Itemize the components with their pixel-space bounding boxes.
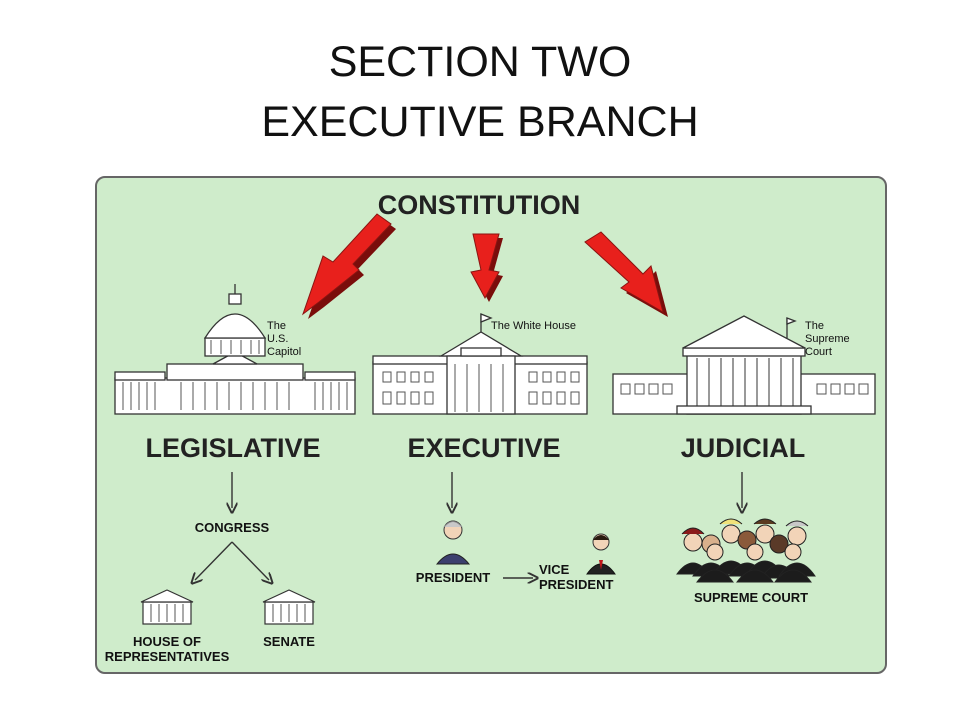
- arrow-to-executive: [470, 233, 503, 302]
- white-house-building: [372, 313, 588, 415]
- vice-president-label: VICE PRESIDENT: [539, 562, 613, 592]
- branches-diagram-panel: CONSTITUTION The U.S. Capitol The White …: [95, 176, 887, 674]
- house-label-line-1: HOUSE OF: [133, 634, 201, 649]
- president-label: PRESIDENT: [415, 570, 491, 585]
- arrow-to-judicial: [584, 231, 668, 317]
- supreme-court-label: SUPREME COURT: [693, 590, 809, 605]
- house-building-icon: [140, 589, 194, 625]
- executive-label: EXECUTIVE: [407, 433, 561, 463]
- congress-to-house-arrow: [195, 541, 233, 580]
- judicial-label: JUDICIAL: [680, 433, 806, 463]
- capitol-caption-line-1: The: [267, 320, 286, 332]
- supreme-court-caption: The Supreme Court: [805, 320, 850, 359]
- senate-label: SENATE: [263, 634, 315, 649]
- vice-president-figure-icon: [586, 533, 616, 575]
- vice-president-label-line-1: VICE: [539, 562, 570, 577]
- vice-president-label-line-2: PRESIDENT: [539, 577, 614, 592]
- supreme-court-caption-line-1: The: [805, 320, 824, 332]
- legislative-label: LEGISLATIVE: [145, 433, 321, 463]
- supreme-court-caption-line-2: Supreme: [805, 333, 850, 345]
- slide-title-line-2: EXECUTIVE BRANCH: [261, 98, 699, 146]
- president-figure-icon: [435, 520, 471, 565]
- slide-title-line-1: SECTION TWO: [328, 38, 632, 86]
- supreme-court-caption-line-3: Court: [805, 346, 832, 358]
- constitution-label: CONSTITUTION: [377, 190, 581, 220]
- house-of-representatives-label: HOUSE OF REPRESENTATIVES: [105, 634, 229, 664]
- capitol-caption: The U.S. Capitol: [267, 320, 301, 359]
- senate-building-icon: [262, 589, 316, 625]
- capitol-caption-line-3: Capitol: [267, 346, 302, 358]
- white-house-caption: The White House: [491, 320, 576, 332]
- supreme-court-building: [612, 315, 876, 415]
- supreme-court-justices-icon: [676, 518, 816, 583]
- capitol-caption-line-2: U.S.: [267, 333, 289, 345]
- house-label-line-2: REPRESENTATIVES: [104, 649, 230, 664]
- capitol-building: [114, 284, 356, 415]
- congress-label: CONGRESS: [194, 520, 270, 535]
- congress-to-senate-arrow: [231, 541, 269, 580]
- diagram-graphics: [114, 213, 876, 625]
- arrow-to-legislative: [301, 213, 396, 319]
